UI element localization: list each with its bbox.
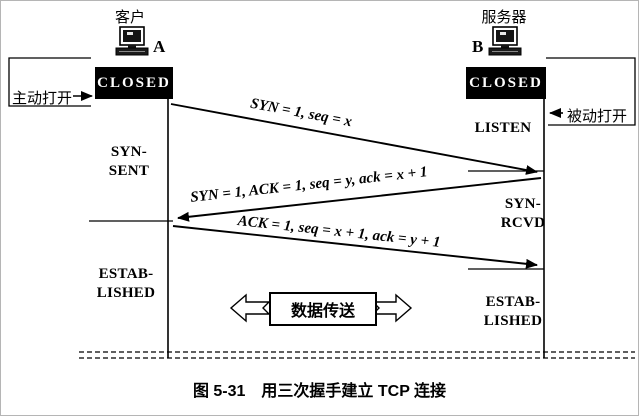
active-open-label: 主动打开 bbox=[12, 90, 73, 107]
server-closed-state-box: CLOSED bbox=[466, 67, 546, 99]
data-transfer-right-arrow-icon bbox=[371, 293, 413, 323]
syn-ack-segment-arrow bbox=[177, 177, 542, 222]
active-open-frame bbox=[8, 57, 91, 107]
server-role-label: 服务器 bbox=[481, 9, 527, 26]
figure-caption: 图 5-31 用三次握手建立 TCP 连接 bbox=[192, 383, 447, 400]
client-role-label: 客户 bbox=[114, 9, 145, 26]
server-established-line2: LISHED bbox=[483, 313, 543, 329]
server-syn-rcvd-line1: SYN- bbox=[504, 196, 542, 212]
ack-segment-arrow bbox=[172, 225, 538, 269]
server-listen-state: LISTEN bbox=[474, 120, 532, 136]
syn-segment-arrow bbox=[170, 103, 538, 175]
client-established-state: ESTAB- LISHED bbox=[91, 265, 161, 303]
passive-open-frame bbox=[546, 57, 636, 126]
server-computer-icon bbox=[488, 26, 522, 56]
data-transfer-left-arrow-icon bbox=[229, 293, 271, 323]
client-established-line1: ESTAB- bbox=[98, 266, 154, 282]
client-computer-icon bbox=[115, 26, 149, 56]
client-established-line2: LISHED bbox=[96, 285, 156, 301]
client-host-letter: A bbox=[153, 37, 166, 56]
data-transfer-box: 数据传送 bbox=[269, 292, 377, 326]
server-established-line1: ESTAB- bbox=[485, 294, 541, 310]
server-established-state: ESTAB- LISHED bbox=[478, 293, 548, 331]
server-syn-rcvd-line2: RCVD bbox=[500, 215, 546, 231]
client-closed-state-box: CLOSED bbox=[95, 67, 173, 99]
server-host-letter: B bbox=[472, 37, 484, 56]
client-syn-sent-line1: SYN- bbox=[110, 144, 148, 160]
server-syn-rcvd-state: SYN- RCVD bbox=[493, 195, 553, 233]
client-syn-sent-state: SYN- SENT bbox=[99, 143, 159, 181]
passive-open-label: 被动打开 bbox=[567, 108, 628, 125]
client-syn-sent-line2: SENT bbox=[108, 163, 150, 179]
